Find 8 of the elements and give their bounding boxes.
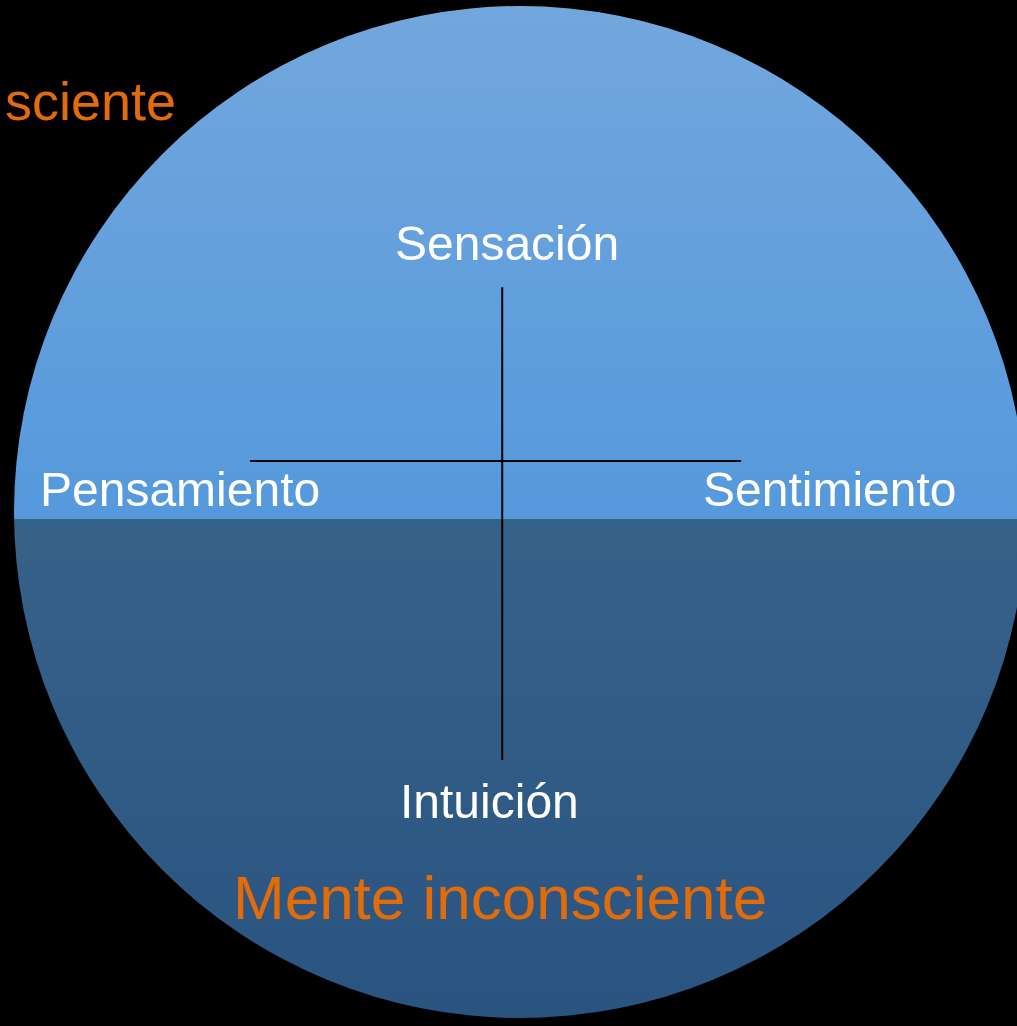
function-label: Sentimiento [703,462,957,518]
function-label: Pensamiento [40,462,321,518]
region-label: Mente inconsciente [233,862,768,934]
axis-line [501,286,504,761]
axis-line [249,460,742,462]
function-label: Intuición [400,760,579,830]
function-label: Sensación [395,216,620,288]
region-label: sciente [5,70,177,133]
